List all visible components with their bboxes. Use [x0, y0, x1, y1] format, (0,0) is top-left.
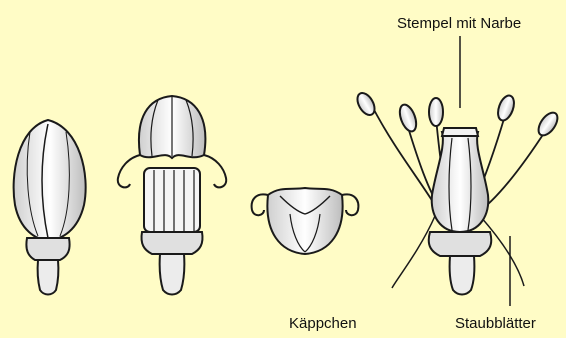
open-flower-illustration — [354, 90, 561, 294]
staubblaetter-label: Staubblätter — [455, 316, 536, 331]
detached-cap-illustration — [252, 188, 359, 254]
bud-with-rising-cap-illustration — [118, 96, 226, 295]
kappchen-label: Käppchen — [289, 316, 357, 331]
stempel-label: Stempel mit Narbe — [397, 16, 521, 31]
closed-bud-illustration — [14, 120, 86, 295]
